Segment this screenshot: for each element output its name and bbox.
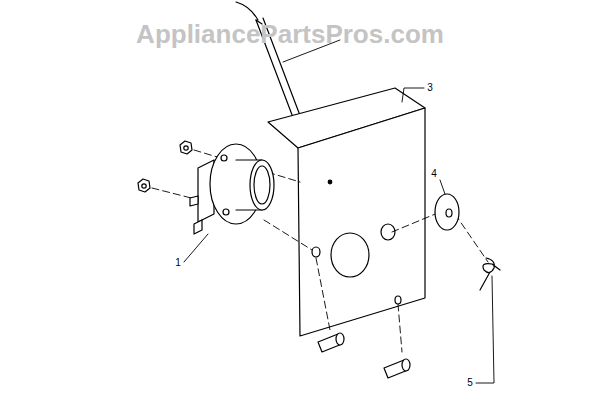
- thermostat: [190, 144, 274, 234]
- assembly-lines: [152, 150, 488, 352]
- callout-number: 3: [427, 83, 433, 93]
- flange-hole: [221, 155, 227, 161]
- terminal-tab: [190, 196, 202, 234]
- dash-line: [455, 214, 488, 262]
- washer-body: [435, 194, 459, 230]
- dash-line: [392, 212, 440, 232]
- hex-nut: [138, 179, 150, 192]
- screw-head: [336, 333, 344, 345]
- callout-number: 5: [467, 378, 473, 388]
- mount-hole: [312, 247, 320, 257]
- screw-hole: [328, 180, 332, 184]
- tube-wire: [236, 2, 258, 20]
- mount-hole: [395, 296, 401, 304]
- nut-hole: [184, 146, 188, 150]
- dash-line: [398, 304, 402, 352]
- callout-number: 4: [431, 169, 437, 179]
- clip-wire: [480, 258, 500, 290]
- leader-line: [440, 180, 445, 194]
- plate-face: [298, 108, 425, 336]
- leader-line: [184, 234, 208, 262]
- screw-head: [402, 359, 410, 371]
- spring-clip: [480, 258, 500, 290]
- leader-line: [402, 88, 424, 102]
- large-hole: [331, 233, 369, 277]
- bracket-plate: [268, 88, 425, 336]
- nut-hole: [142, 184, 146, 188]
- bottom-screws: [318, 333, 410, 378]
- dash-line: [316, 258, 330, 330]
- flange-hole: [223, 209, 229, 215]
- nuts: [138, 141, 192, 192]
- callout-number: 1: [175, 258, 181, 268]
- washer-hole: [446, 209, 452, 217]
- hex-nut: [180, 141, 192, 154]
- washer: [435, 194, 459, 230]
- leader-line: [476, 276, 494, 383]
- leader-lines: [184, 88, 494, 383]
- watermark: AppliancePartsPros.com: [136, 21, 444, 47]
- sensor-cup-inner: [254, 166, 270, 204]
- dash-line: [264, 220, 312, 250]
- sensor-cup-rim: [250, 160, 274, 210]
